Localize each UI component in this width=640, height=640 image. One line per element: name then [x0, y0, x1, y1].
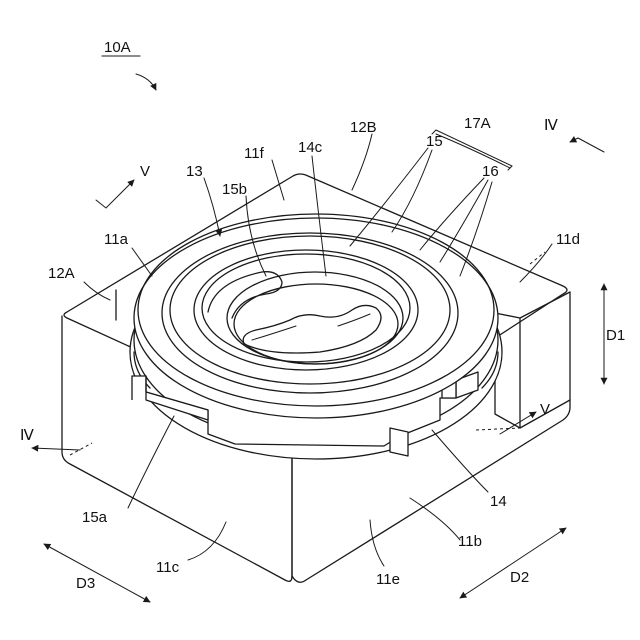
label-11e: 11e: [376, 571, 400, 588]
label-11b: 11b: [458, 533, 482, 550]
leader-14: [432, 430, 488, 492]
core-hidden-edge-3: [476, 428, 520, 430]
section-iv-left-mark: [32, 448, 80, 450]
base-tab-front: [390, 428, 408, 456]
leader-12a: [84, 282, 110, 300]
label-device: 10A: [104, 39, 131, 56]
leader-17a: [436, 134, 510, 168]
leader-11f: [272, 160, 284, 200]
label-11f: 11f: [244, 145, 265, 162]
label-12a: 12A: [48, 265, 75, 282]
label-12b: 12B: [350, 119, 377, 136]
leader-16-b: [440, 180, 488, 262]
leader-15a: [128, 416, 174, 508]
d3-arrow: [44, 544, 150, 602]
leader-11b: [410, 498, 460, 540]
core-hidden-edge-4: [530, 252, 545, 264]
core-hidden-edge-2: [70, 443, 92, 455]
section-v-right-mark: [500, 412, 536, 434]
winding-outer-1: [134, 218, 498, 418]
label-11a: 11a: [104, 231, 129, 248]
label-15b: 15b: [222, 181, 247, 198]
label-16: 16: [482, 163, 499, 180]
label-section-v-right: V: [540, 401, 550, 418]
label-14c: 14c: [298, 139, 323, 156]
label-d2: D2: [510, 569, 529, 586]
section-v-top-mark: [96, 180, 134, 208]
label-11d: 11d: [556, 231, 580, 248]
leader-10a: [102, 56, 156, 90]
leader-11d: [520, 244, 552, 282]
leader-11e: [370, 520, 384, 566]
label-13: 13: [186, 163, 203, 180]
coil-windings: [134, 214, 498, 418]
label-14: 14: [490, 493, 507, 510]
leader-15-b: [392, 150, 432, 232]
label-15: 15: [426, 133, 443, 150]
leader-13: [204, 178, 220, 236]
label-section-iv-left: Ⅳ: [20, 427, 34, 444]
section-iv-top-mark: [570, 138, 604, 152]
label-d1: D1: [606, 327, 625, 344]
label-11c: 11c: [156, 559, 180, 576]
leader-12b: [352, 134, 372, 190]
label-section-v-top: V: [140, 163, 150, 180]
label-section-iv-top: Ⅳ: [544, 117, 558, 134]
label-15a: 15a: [82, 509, 108, 526]
leader-11c: [188, 522, 226, 560]
label-d3: D3: [76, 575, 95, 592]
label-17a: 17A: [464, 115, 491, 132]
